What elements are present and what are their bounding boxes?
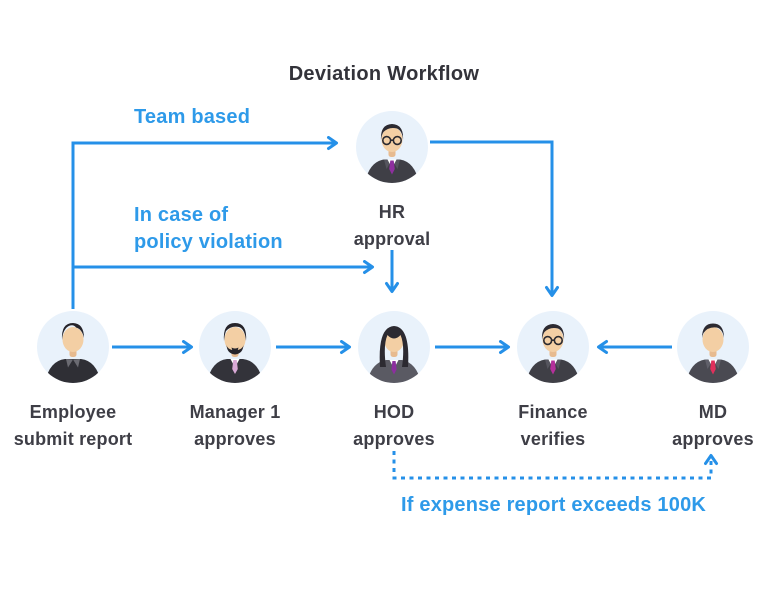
node-hod: HOD approves [319,311,469,453]
md-avatar-man-red-tie-icon [677,311,749,383]
label-policy-violation-line2: policy violation [134,231,283,253]
hr-label: HR approval [317,199,467,253]
hod-label: HOD approves [319,399,469,453]
arrow-hr-to-finance [430,140,559,297]
manager-label: Manager 1 approves [160,399,310,453]
diagram-title: Deviation Workflow [288,63,480,85]
arrow-hod-to-md-dashed [392,451,718,480]
finance-label-line2: verifies [520,429,586,449]
hod-avatar-woman-long-hair-purple-tie-icon [358,311,430,383]
node-finance: Finance verifies [478,311,628,453]
node-md: MD approves [638,311,768,453]
employee-label-line2: submit report [13,429,133,449]
node-employee: Employee submit report [0,311,148,453]
hr-avatar-man-glasses-purple-tie-icon [356,111,428,183]
finance-avatar-man-glasses-magenta-tie-icon [517,311,589,383]
hr-label-line2: approval [353,229,431,249]
employee-avatar-man-dark-shirt-icon [37,311,109,383]
md-label-line2: approves [672,429,754,449]
manager-avatar-man-beard-pink-tie-icon [199,311,271,383]
hod-label-line1: HOD [373,402,415,422]
manager-label-line2: approves [194,429,276,449]
label-team-based: Team based [134,106,251,128]
label-policy-violation: In case of policy violation [134,202,283,256]
node-hr-approval: HR approval [317,111,467,253]
finance-label: Finance verifies [478,399,628,453]
finance-label-line1: Finance [518,402,588,422]
arrow-employee-to-hr-team-based [71,136,338,309]
manager-label-line1: Manager 1 [189,402,281,422]
hr-label-line1: HR [378,202,406,222]
label-policy-violation-line1: In case of [134,204,229,226]
md-label: MD approves [638,399,768,453]
employee-label-line1: Employee [29,402,117,422]
md-label-line1: MD [698,402,728,422]
employee-label: Employee submit report [0,399,148,453]
hod-label-line2: approves [353,429,435,449]
label-exceeds-100k: If expense report exceeds 100K [401,494,707,516]
node-manager-1: Manager 1 approves [160,311,310,453]
